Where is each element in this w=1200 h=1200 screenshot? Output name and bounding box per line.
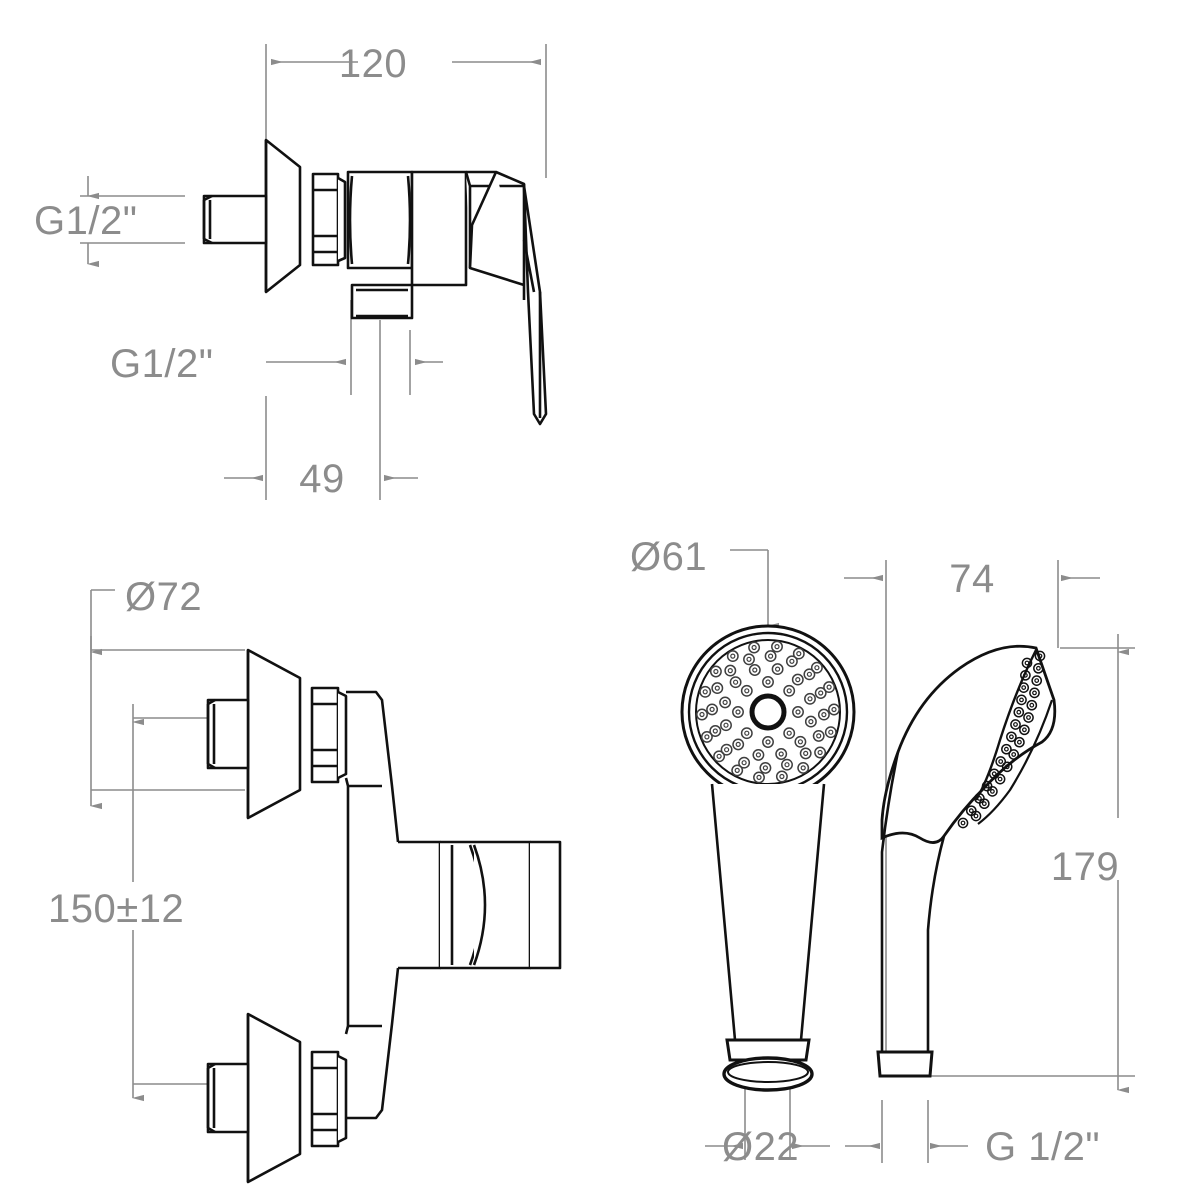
shower-side-nozzle-texture bbox=[957, 650, 1046, 829]
side-body-shoulder bbox=[468, 171, 525, 287]
front-body-center bbox=[398, 840, 442, 970]
mixer-front-view-geometry bbox=[206, 648, 562, 1184]
dim-label-inlet-thread-top: G1/2" bbox=[34, 199, 137, 243]
shower-side-handle-left bbox=[880, 751, 900, 1054]
shower-face-handle bbox=[710, 783, 826, 1042]
front-flange-top bbox=[246, 648, 302, 820]
side-inlet-nipple bbox=[202, 194, 268, 245]
shower-side-connector bbox=[876, 1050, 934, 1078]
shower-side-handle-right bbox=[926, 835, 946, 1054]
side-outlet-box bbox=[350, 283, 414, 320]
dim-label-49: 49 bbox=[299, 457, 345, 501]
dim-label-d72: Ø72 bbox=[125, 575, 202, 619]
dim-label-outlet-thread: G1/2" bbox=[110, 342, 213, 386]
front-body-bottom-right bbox=[346, 967, 400, 1120]
dim-label-d22: Ø22 bbox=[722, 1125, 799, 1169]
front-spout-outlet bbox=[530, 840, 562, 970]
side-nipple-chamfer-top bbox=[203, 194, 213, 202]
shower-nozzles bbox=[696, 640, 840, 784]
side-lever-handle bbox=[522, 184, 548, 426]
side-flange bbox=[264, 138, 302, 294]
dim-label-shower-thread: G 1/2" bbox=[985, 1125, 1100, 1169]
mixer-side-view-geometry bbox=[202, 138, 548, 426]
dim-label-150: 150±12 bbox=[48, 887, 184, 931]
front-flange-bottom bbox=[246, 1012, 302, 1184]
side-eccentric-body bbox=[346, 170, 414, 270]
shower-face-end-ring bbox=[722, 1056, 814, 1092]
side-hex-nut bbox=[311, 172, 340, 267]
shower-head-side-geometry bbox=[876, 644, 1057, 1078]
front-body-top-right bbox=[346, 690, 400, 843]
shower-head-face-geometry bbox=[680, 624, 856, 1092]
side-nut-side bbox=[337, 176, 347, 263]
shower-side-faceplate-edge2 bbox=[977, 699, 1054, 825]
side-eccentric-right-curve bbox=[406, 175, 412, 265]
side-eccentric-left-curve bbox=[348, 175, 354, 265]
side-mixer-body bbox=[410, 170, 468, 287]
front-body-left-column-lower bbox=[344, 1006, 350, 1035]
front-nipple-bottom-chamfer bbox=[207, 1062, 216, 1134]
front-hexnut-top-side bbox=[337, 690, 348, 780]
front-hexnut-top bbox=[310, 686, 340, 784]
dimension-lines-group bbox=[80, 44, 1135, 1163]
front-hexnut-bottom bbox=[310, 1050, 340, 1148]
front-nipple-top-chamfer bbox=[207, 698, 216, 770]
shower-face-collar bbox=[725, 1038, 811, 1062]
side-nipple-chamfer-bottom bbox=[203, 237, 213, 245]
front-body-left-column bbox=[344, 777, 350, 1006]
dim-label-179: 179 bbox=[1051, 845, 1119, 889]
shower-face-end-ring-inner bbox=[727, 1061, 809, 1083]
dim-label-74: 74 bbox=[949, 557, 995, 601]
front-spout-curve-b bbox=[472, 844, 487, 966]
shower-face-center-hole bbox=[749, 693, 787, 731]
dim-label-120: 120 bbox=[339, 42, 407, 86]
shower-side-body bbox=[880, 644, 1057, 844]
dim-label-d61: Ø61 bbox=[630, 535, 707, 579]
front-hexnut-bottom-side bbox=[337, 1054, 348, 1144]
side-lever-notch bbox=[522, 239, 536, 293]
